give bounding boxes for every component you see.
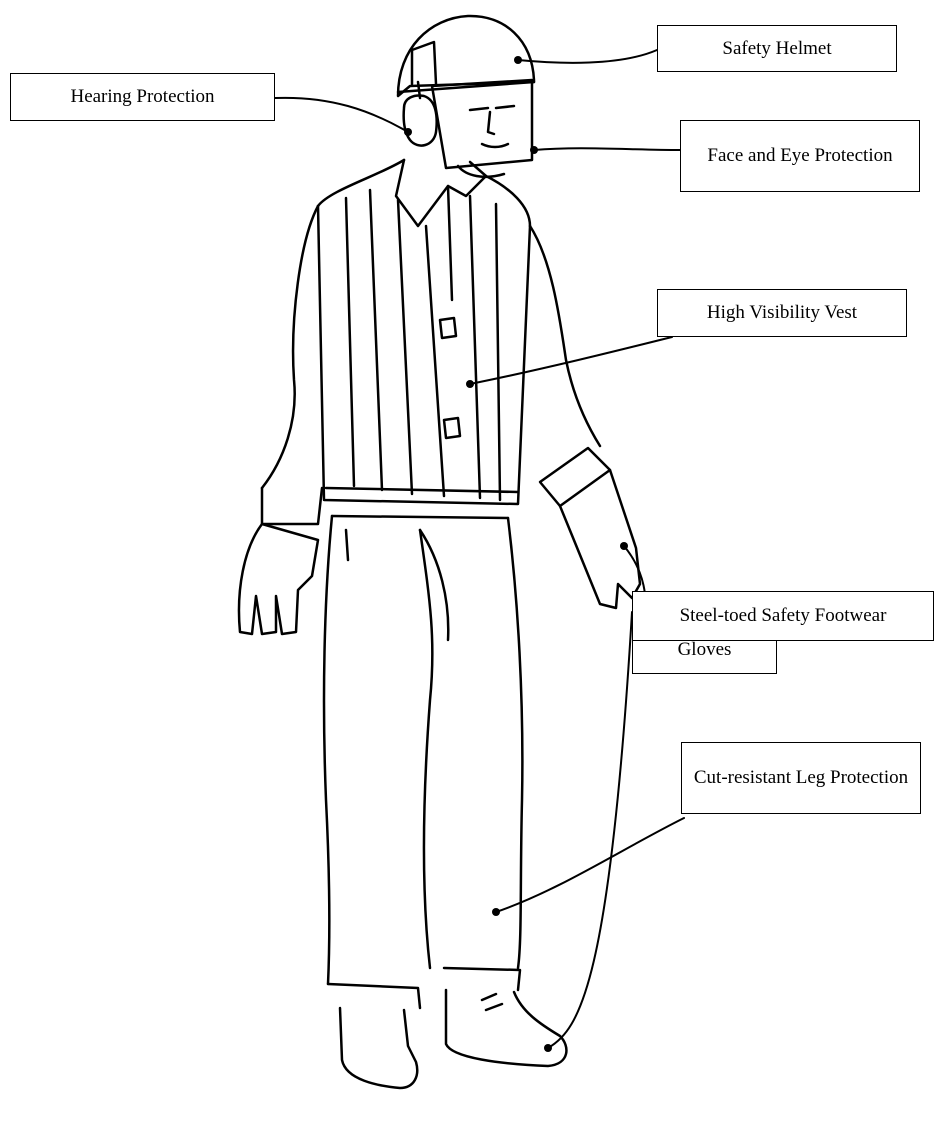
right-arm-drawing [530, 226, 640, 608]
vest-drawing [318, 160, 530, 518]
face-shield-drawing [432, 80, 532, 177]
boots-drawing [340, 990, 566, 1088]
high-visibility-vest-label: High Visibility Vest [657, 289, 907, 337]
leader-dots [404, 56, 628, 1052]
leader-hearing [275, 98, 408, 132]
left-arm-drawing [239, 206, 322, 634]
leader-face [534, 148, 680, 150]
trousers-drawing [324, 516, 522, 1008]
safety-helmet-label: Safety Helmet [657, 25, 897, 72]
hearing-protection-label: Hearing Protection [10, 73, 275, 121]
face-eye-protection-label: Face and Eye Protection [680, 120, 920, 192]
leader-leg [496, 818, 684, 912]
leader-footwear [548, 612, 632, 1048]
leg-protection-label: Cut-resistant Leg Protection [681, 742, 921, 814]
safety-footwear-label: Steel-toed Safety Footwear [632, 591, 934, 641]
leader-helmet [518, 50, 657, 63]
